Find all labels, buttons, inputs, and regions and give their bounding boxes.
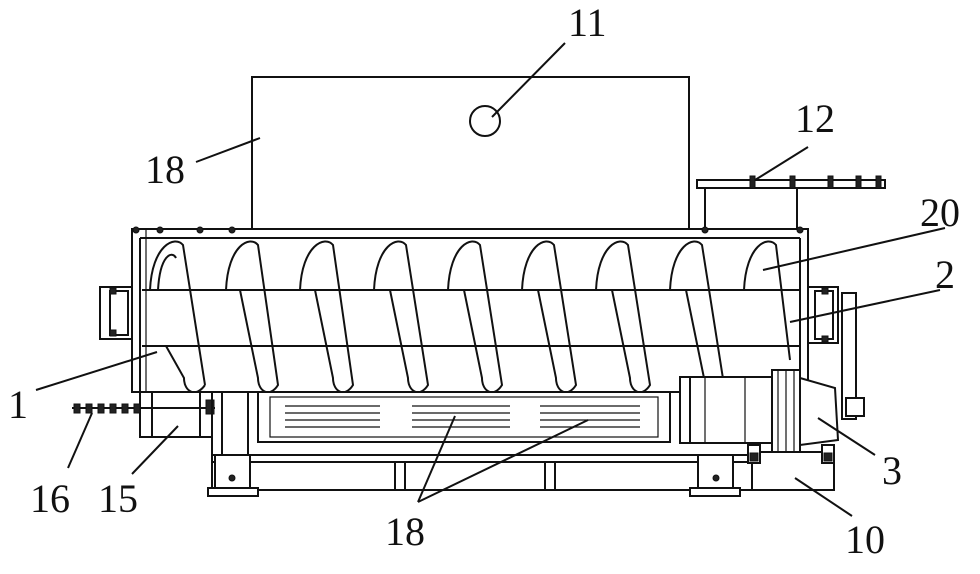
valve-rod xyxy=(72,399,215,415)
motor-base xyxy=(747,444,835,491)
part-labels: 11 18 12 20 2 1 3 10 16 15 18 xyxy=(8,0,960,562)
label-16: 16 xyxy=(30,476,70,521)
label-2: 2 xyxy=(935,252,955,297)
motor xyxy=(679,369,840,453)
label-10: 10 xyxy=(845,517,885,562)
hopper xyxy=(251,76,690,230)
label-12: 12 xyxy=(795,96,835,141)
label-15: 15 xyxy=(98,476,138,521)
label-11: 11 xyxy=(568,0,607,45)
screw-flights xyxy=(149,240,791,394)
discharge-outlet xyxy=(139,391,213,438)
label-18-hopper: 18 xyxy=(145,147,185,192)
label-3: 3 xyxy=(882,448,902,493)
base-frame xyxy=(207,392,760,497)
leader-lines xyxy=(35,42,946,517)
label-1: 1 xyxy=(8,382,28,427)
right-bearing xyxy=(807,286,865,420)
trough-body xyxy=(131,226,809,393)
label-18-heater: 18 xyxy=(385,509,425,554)
outlet-chute xyxy=(696,175,886,230)
label-20: 20 xyxy=(920,190,960,235)
heater-panel xyxy=(257,391,671,443)
inlet-port xyxy=(469,105,501,137)
left-bearing xyxy=(99,286,133,340)
